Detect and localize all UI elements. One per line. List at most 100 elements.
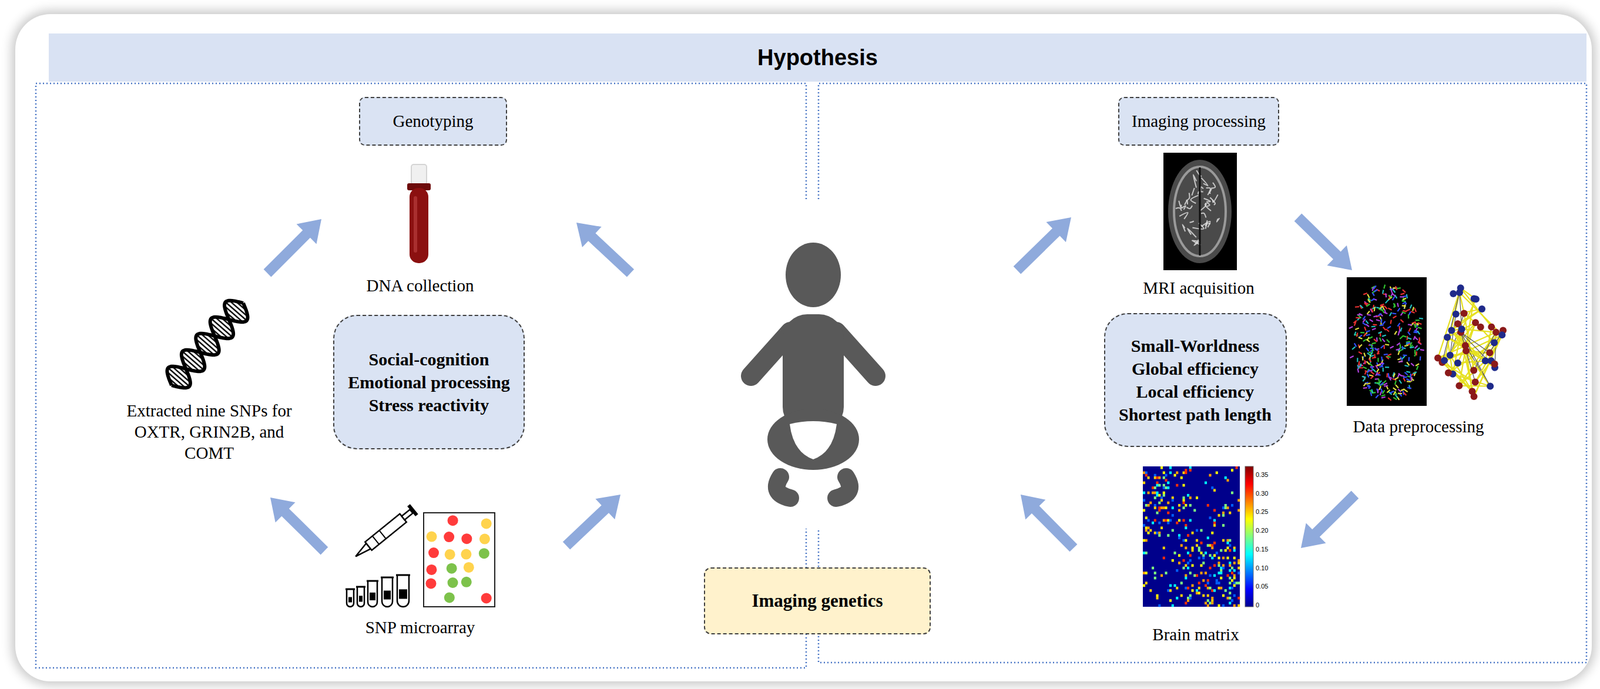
tract-fiber (1371, 389, 1373, 394)
tract-fiber (1403, 377, 1408, 378)
tract-fiber (1395, 286, 1397, 291)
tract-fiber (1399, 296, 1404, 298)
matrix-cell (1149, 501, 1152, 505)
matrix-cell (1180, 594, 1183, 598)
tract-fiber (1387, 326, 1391, 329)
matrix-cell (1237, 498, 1240, 502)
matrix-cell (1226, 574, 1230, 578)
matrix-cell (1222, 539, 1225, 543)
matrix-cell (1142, 491, 1146, 495)
matrix-cell (1237, 581, 1240, 585)
matrix-cell (1233, 569, 1236, 573)
matrix-cell (1154, 577, 1157, 580)
matrix-cell (1230, 586, 1234, 590)
helix-strand (171, 303, 248, 388)
tract-fiber (1374, 289, 1378, 293)
matrix-cell (1154, 486, 1157, 490)
matrix-cell (1195, 496, 1199, 500)
axis-tick: 0.30 (1255, 490, 1269, 498)
matrix-cell (1184, 564, 1187, 568)
matrix-cell (1211, 589, 1214, 593)
matrix-ground (1142, 466, 1240, 607)
tract-fiber (1413, 336, 1416, 341)
tract-fiber (1349, 356, 1354, 358)
node-text: Social-cognition (368, 347, 489, 371)
matrix-cell (1147, 491, 1150, 495)
tract-fiber (1375, 372, 1378, 377)
matrix-cell (1145, 551, 1148, 555)
mri-tract (1179, 212, 1188, 220)
matrix-cell (1200, 564, 1203, 568)
mri-tract (1187, 228, 1197, 238)
tract-fiber (1385, 293, 1387, 298)
tract-fiber (1396, 287, 1401, 289)
tract-fiber (1363, 360, 1366, 365)
network-edge (1447, 337, 1486, 361)
tract-fiber (1407, 331, 1411, 336)
matrix-cell (1169, 584, 1172, 588)
tract-fiber (1374, 347, 1378, 351)
matrix-cell (1233, 547, 1236, 550)
array-spot (461, 533, 472, 545)
tract-fiber (1367, 310, 1370, 314)
tract-fiber (1393, 373, 1395, 378)
tract-fiber (1370, 299, 1375, 301)
tract-fiber (1400, 293, 1405, 295)
node-text: Imaging processing (1131, 111, 1266, 132)
tract-fiber (1362, 356, 1364, 361)
tract-fiber (1364, 370, 1367, 375)
tract-fiber (1370, 371, 1375, 375)
matrix-cell (1202, 557, 1205, 560)
tract-fiber (1372, 357, 1377, 358)
array-spot (444, 549, 456, 560)
matrix-cell (1158, 484, 1161, 488)
mri-tract (1186, 205, 1193, 209)
array-spot (426, 564, 437, 576)
matrix-cell (1180, 476, 1183, 480)
network-node (1468, 387, 1477, 395)
tract-fiber (1373, 354, 1375, 359)
matrix-cell (1156, 511, 1159, 515)
tract-fiber (1367, 369, 1370, 374)
tract-fiber (1419, 317, 1424, 320)
matrix-cell (1222, 524, 1225, 528)
flow-arrow (562, 494, 621, 550)
matrix-cell (1182, 501, 1186, 505)
array-spot (461, 577, 472, 588)
tract-fiber (1360, 305, 1364, 309)
tract-fiber (1408, 357, 1411, 362)
matrix-cell (1180, 581, 1183, 585)
tract-fiber (1379, 386, 1381, 390)
matrix-cell (1189, 594, 1192, 598)
matrix-cell (1235, 581, 1239, 585)
tract-fiber (1380, 345, 1384, 349)
tract-fiber (1412, 307, 1414, 312)
matrix-cell (1213, 554, 1216, 558)
sample-tube (367, 581, 378, 607)
network-node (1487, 323, 1495, 331)
diagram-title: Hypothesis (757, 45, 878, 71)
tract-fiber (1373, 339, 1377, 342)
network-node (1486, 383, 1494, 391)
tube-band (398, 589, 408, 599)
network-edge (1460, 332, 1491, 387)
matrix-cell (1191, 564, 1194, 568)
network-node (1478, 305, 1486, 313)
matrix-cell (1184, 504, 1187, 508)
tract-fiber (1398, 350, 1400, 355)
tract-fiber (1382, 321, 1386, 325)
matrix-cell (1156, 484, 1159, 488)
node-text: Stress reactivity (369, 393, 490, 417)
tract-fiber (1366, 314, 1371, 315)
matrix-cell (1230, 567, 1234, 570)
tract-fiber (1369, 336, 1373, 339)
tract-fiber (1366, 330, 1371, 332)
tract-fiber (1406, 371, 1411, 373)
matrix-cell (1145, 581, 1148, 585)
tract-fiber (1403, 392, 1407, 396)
network-node (1455, 382, 1463, 390)
tract-fiber (1363, 293, 1368, 295)
tract-fiber (1390, 391, 1394, 394)
tract-fiber (1358, 337, 1363, 339)
matrix-cell (1233, 584, 1236, 588)
